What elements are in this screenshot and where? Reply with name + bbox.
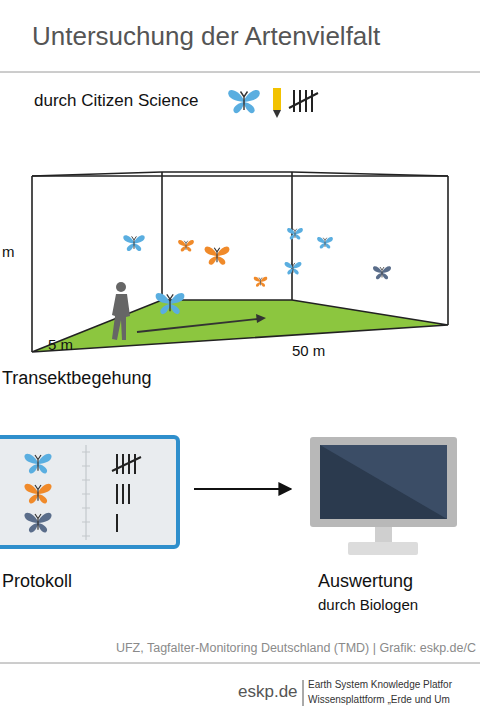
node-subheading: durch Biologen	[318, 596, 418, 613]
footer-rule	[0, 663, 480, 664]
protocol-node: Protokoll	[0, 430, 182, 598]
box-edge	[32, 300, 448, 352]
box-edge	[292, 172, 448, 176]
title-rule	[0, 72, 480, 73]
flow-arrow	[194, 488, 291, 490]
butterfly	[123, 235, 144, 251]
butterfly	[25, 513, 52, 533]
screen-glare	[320, 445, 447, 519]
tally-icon	[289, 90, 318, 112]
butterfly	[25, 454, 52, 474]
footer-note: Wissensplattform „Erde und Um	[308, 694, 450, 706]
tally-marks	[117, 484, 129, 504]
diagram-title: Untersuchung der Artenvielfalt	[32, 22, 380, 52]
tally-marks	[112, 454, 141, 474]
butterfly	[156, 293, 185, 314]
pencil-tip	[273, 110, 281, 118]
monitor-base	[348, 542, 418, 555]
butterfly	[287, 228, 303, 240]
box-edge	[447, 176, 449, 325]
box-edge	[31, 176, 33, 352]
transect-box	[32, 172, 448, 352]
walking-person	[112, 282, 130, 340]
node-heading: Protokoll	[2, 571, 72, 592]
butterfly	[317, 237, 333, 249]
dimension-label: 5 m	[48, 336, 73, 353]
tally-marks	[116, 514, 118, 532]
footer-divider	[303, 680, 304, 706]
monitor-screen	[320, 445, 447, 519]
person-head	[116, 282, 126, 292]
box-edge	[161, 172, 163, 300]
butterfly-icon	[228, 90, 260, 113]
monitor-neck	[375, 527, 392, 542]
pencil-icon	[273, 88, 281, 110]
walk-arrowhead	[256, 314, 266, 323]
butterfly	[254, 277, 268, 287]
walk-direction	[137, 319, 258, 332]
box-edge	[32, 172, 162, 176]
person-body	[112, 294, 130, 340]
monitor-frame	[310, 437, 457, 527]
node-heading: Auswertung	[318, 571, 413, 592]
evaluation-node: Auswertung durch Biologen	[305, 430, 465, 615]
source-credit: UFZ, Tagfalter-Monitoring Deutschland (T…	[116, 641, 476, 655]
subtitle: durch Citizen Science	[34, 91, 198, 111]
node-heading: Transektbegehung	[2, 368, 151, 389]
dimension-label: m	[2, 243, 15, 260]
butterfly	[285, 262, 302, 274]
transect-node: Transektbegehung	[0, 160, 462, 392]
protocol-divider	[82, 445, 90, 540]
box-edge	[32, 175, 448, 177]
protocol-tablet	[0, 437, 178, 547]
box-edge	[162, 171, 292, 173]
footer-logo: eskp.de	[238, 682, 298, 702]
butterfly	[205, 247, 230, 265]
footer-note: Earth System Knowledge Platfor	[308, 679, 452, 691]
dimension-label: 50 m	[292, 342, 325, 359]
butterfly	[178, 240, 194, 252]
butterfly	[373, 266, 391, 279]
butterfly	[25, 484, 52, 504]
transect-floor	[32, 300, 448, 352]
